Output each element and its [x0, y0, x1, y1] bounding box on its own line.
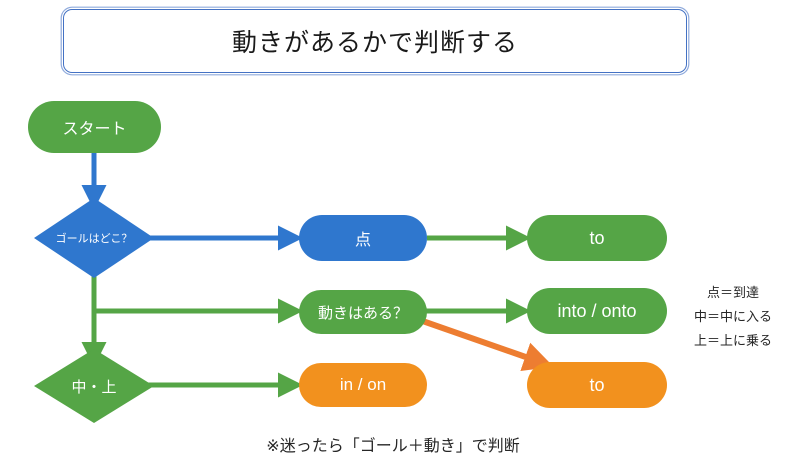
node-point[interactable]: 点	[299, 215, 427, 261]
node-into-onto-label: into / onto	[557, 300, 637, 321]
node-motion-decision[interactable]: 動きはある？	[299, 290, 427, 334]
node-in-on[interactable]: in / on	[299, 363, 427, 407]
node-to-green[interactable]: to	[527, 215, 667, 261]
node-start-label: スタート	[62, 121, 127, 138]
footnote: ※迷ったら「ゴール＋動き」で判断	[266, 438, 520, 455]
node-to-green-label: to	[589, 227, 605, 248]
page-title: 動きがあるかで判断する	[231, 29, 518, 57]
legend-line-2: 中＝中に入る	[693, 309, 772, 324]
node-point-label: 点	[354, 232, 371, 249]
node-to-orange[interactable]: to	[527, 362, 667, 408]
legend: 点＝到達 中＝中に入る 上＝上に乗る	[683, 281, 783, 353]
title-box: 動きがあるかで判断する	[63, 9, 687, 73]
node-in-on-label: in / on	[339, 375, 387, 394]
node-to-orange-label: to	[589, 374, 605, 395]
node-naka-ue[interactable]: 中・上	[34, 349, 154, 423]
node-motion-decision-label: 動きはある？	[317, 304, 408, 322]
node-naka-ue-label: 中・上	[71, 378, 117, 396]
node-into-onto[interactable]: into / onto	[527, 288, 667, 334]
legend-line-1: 点＝到達	[706, 285, 759, 300]
legend-line-3: 上＝上に乗る	[693, 333, 772, 348]
diamond-shape-icon	[34, 198, 154, 278]
connector-motion-to-toorange	[413, 315, 554, 372]
diamond-shape-icon	[34, 349, 154, 423]
node-goal-decision-label: ゴールはどこ？	[55, 233, 133, 245]
node-goal-decision[interactable]: ゴールはどこ？	[34, 198, 154, 278]
node-start[interactable]: スタート	[28, 101, 161, 153]
